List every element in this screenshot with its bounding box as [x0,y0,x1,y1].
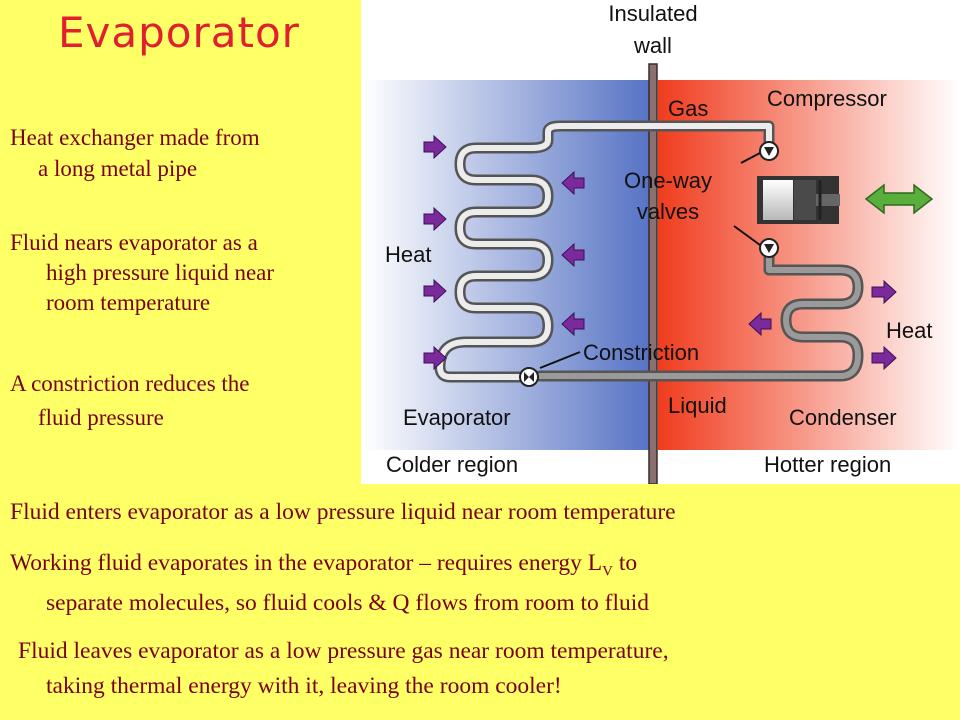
statement-line: Fluid enters evaporator as a low pressur… [10,499,676,525]
statement-fluid-leaves: Fluid leaves evaporator as a low pressur… [18,634,669,704]
statement-line: Working fluid evaporates in the evaporat… [10,550,638,580]
statement-subscript: V [602,563,613,580]
heat-out-arrow-icon [871,279,897,371]
refrigerant-pipe [434,120,864,383]
constriction-label: Constriction [583,340,699,365]
slide-title: Evaporator [58,8,300,57]
condenser-label: Condenser [789,405,897,430]
heat-left-arrow-icon [561,170,772,337]
statement-text: Working fluid evaporates in the evaporat… [10,550,603,576]
heat-label-right: Heat [886,318,932,343]
bullet-line: Fluid nears evaporator as a [10,230,258,255]
statement-line: Fluid leaves evaporator as a low pressur… [18,638,669,664]
liquid-label: Liquid [668,393,727,418]
insulated-wall-label: Insulated [608,1,697,26]
compressor-icon [757,176,840,224]
bullet-heat-exchanger: Heat exchanger made from a long metal pi… [10,122,260,184]
bullet-fluid-nears: Fluid nears evaporator as a high pressur… [10,228,274,318]
heat-in-arrow-icon [423,134,447,371]
insulated-wall [648,63,658,484]
bullet-line: fluid pressure [38,405,164,430]
statement-fluid-enters: Fluid enters evaporator as a low pressur… [10,497,676,528]
bullet-line: Heat exchanger made from [10,125,260,150]
double-arrow-icon [864,183,934,215]
bullet-line: high pressure liquid near [46,260,275,285]
bullet-line: A constriction reduces the [10,371,250,396]
valve-icon [759,238,779,258]
insulated-wall-label: wall [633,33,672,58]
one-way-valves-label: valves [637,199,699,224]
statement-text: to [613,550,638,576]
refrigerator-diagram: Insulated wall Gas Compressor One-way va… [361,0,960,484]
heat-label-left: Heat [385,242,431,267]
evaporator-label: Evaporator [403,405,511,430]
gas-label: Gas [668,96,708,121]
statement-line: taking thermal energy with it, leaving t… [46,673,562,699]
constriction-valve-icon [519,367,539,387]
bullet-constriction: A constriction reduces the fluid pressur… [10,367,250,435]
one-way-valves-label: One-way [624,168,712,193]
colder-region [364,80,652,450]
statement-working-fluid: Working fluid evaporates in the evaporat… [10,548,649,619]
colder-region-label: Colder region [386,452,518,477]
statement-line: separate molecules, so fluid cools & Q f… [46,589,650,616]
valve-icon [759,141,779,161]
compressor-label: Compressor [767,86,887,111]
bullet-line: a long metal pipe [38,156,198,181]
bullet-line: room temperature [46,290,211,315]
hotter-region-label: Hotter region [764,452,891,477]
